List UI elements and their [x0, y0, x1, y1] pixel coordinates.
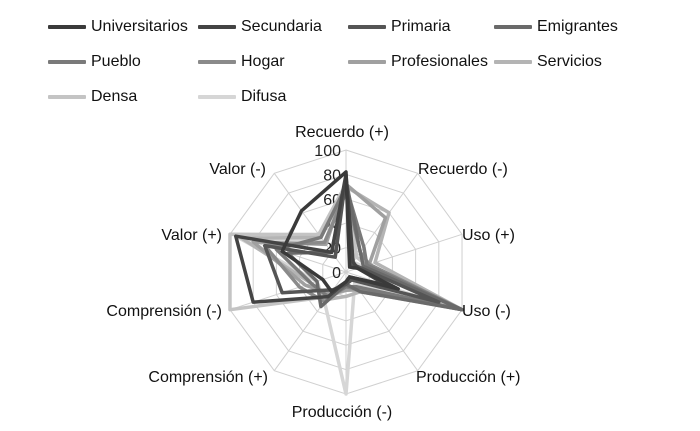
- legend-swatch: [494, 25, 532, 29]
- legend-label: Profesionales: [391, 53, 488, 70]
- legend-label: Densa: [91, 88, 138, 105]
- legend-label: Pueblo: [91, 53, 141, 70]
- legend-item: Densa: [48, 86, 137, 108]
- legend-label: Secundaria: [241, 18, 322, 35]
- legend-swatch: [198, 60, 236, 64]
- series-line: [280, 170, 400, 294]
- legend-swatch: [348, 25, 386, 29]
- axis-label: Uso (+): [462, 227, 515, 244]
- legend-item: Profesionales: [348, 51, 488, 73]
- axis-labels: Recuerdo (+) Recuerdo (-) Uso (+) Uso (-) Pr…: [106, 124, 520, 421]
- legend-item: Servicios: [494, 51, 602, 73]
- legend-item: Pueblo: [48, 51, 141, 73]
- legend-label: Emigrantes: [537, 18, 618, 35]
- axis-label: Recuerdo (-): [418, 161, 508, 178]
- legend-label: Universitarios: [91, 18, 188, 35]
- legend-item: Secundaria: [198, 16, 322, 38]
- axis-label: Valor (+): [161, 227, 222, 244]
- legend-item: Emigrantes: [494, 16, 618, 38]
- axis-label: Valor (-): [209, 161, 266, 178]
- tick-label: 0: [332, 265, 341, 282]
- series-line: [239, 184, 464, 312]
- legend-item: Primaria: [348, 16, 451, 38]
- axis-label: Producción (+): [416, 369, 521, 386]
- axis-label: Comprensión (-): [106, 303, 222, 320]
- legend-label: Primaria: [391, 18, 451, 35]
- tick-label: 100: [314, 143, 341, 160]
- legend-swatch: [198, 25, 236, 29]
- legend-item: Difusa: [198, 86, 286, 108]
- legend-label: Difusa: [241, 88, 287, 105]
- series-lines: [228, 170, 464, 396]
- legend-item: Hogar: [198, 51, 285, 73]
- legend-swatch: [494, 60, 532, 64]
- axis-label: Uso (-): [462, 303, 511, 320]
- legend-swatch: [198, 95, 236, 99]
- legend-label: Servicios: [537, 53, 602, 70]
- legend-item: Universitarios: [48, 16, 188, 38]
- legend-swatch: [48, 60, 86, 64]
- legend-swatch: [48, 25, 86, 29]
- legend-swatch: [48, 95, 86, 99]
- axis-label: Recuerdo (+): [295, 124, 389, 141]
- axis-label: Comprensión (+): [148, 369, 268, 386]
- legend-swatch: [348, 60, 386, 64]
- axis-label: Producción (-): [292, 404, 392, 421]
- legend-label: Hogar: [241, 53, 285, 70]
